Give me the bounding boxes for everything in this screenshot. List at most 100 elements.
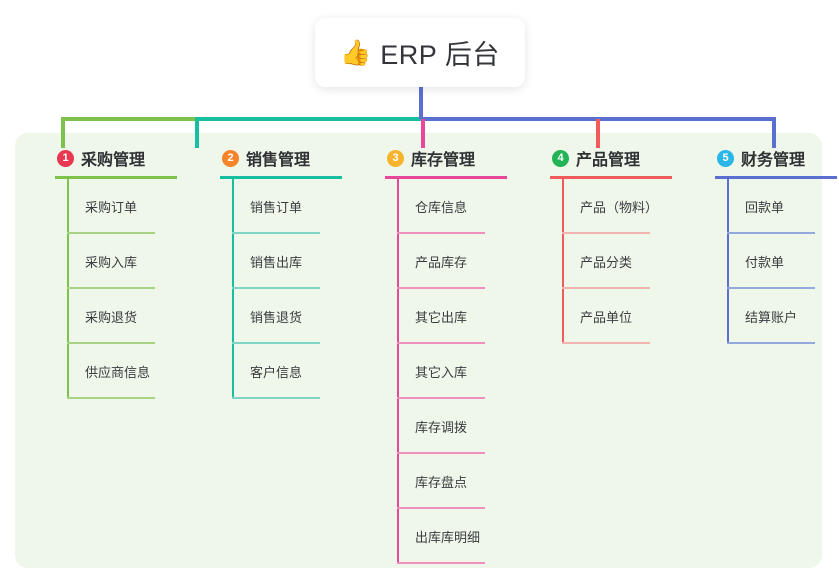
branch-item-rule [232,287,320,289]
branch-item[interactable]: 采购订单 [67,179,187,234]
branch-item-rule [232,397,320,399]
branch-item[interactable]: 采购退货 [67,289,187,344]
branch-item-label: 库存调拨 [415,420,468,435]
branch-items-3: 仓库信息产品库存其它出库其它入库库存调拨库存盘点出库库明细 [397,179,517,564]
branch-items-5: 回款单付款单结算账户 [727,179,839,344]
branch-item-label: 付款单 [745,255,785,270]
branch-header-rule [220,176,342,179]
root-node-title: ERP 后台 [380,40,500,70]
branch-item[interactable]: 仓库信息 [397,179,517,234]
branch-item-rule [67,287,155,289]
branch-item-label: 产品单位 [580,310,633,325]
branch-header-rule [385,176,507,179]
branch-header-1[interactable]: 1 采购管理 [35,146,187,170]
branch-item-rule [727,232,815,234]
branch-item-label: 其它入库 [415,365,468,380]
branch-header-2[interactable]: 2 销售管理 [200,146,352,170]
branch-item-rule [397,342,485,344]
branch-item-rule [562,232,650,234]
branch-item-rule [562,287,650,289]
branch-item[interactable]: 采购入库 [67,234,187,289]
bus-segment-2 [195,117,421,121]
branch-title: 销售管理 [246,152,311,169]
branch-item-rule [397,452,485,454]
branch-spine [397,179,399,564]
branch-item[interactable]: 其它出库 [397,289,517,344]
branch-item-rule [397,232,485,234]
branch-spine [67,179,69,399]
branch-spine [232,179,234,399]
branch-title: 产品管理 [576,152,641,169]
branch-item-label: 仓库信息 [415,200,468,215]
branch-item-label: 其它出库 [415,310,468,325]
branch-spine [727,179,729,344]
branch-column-1: 1 采购管理采购订单采购入库采购退货供应商信息 [35,146,187,399]
branch-item-rule [562,342,650,344]
branch-item-rule [397,507,485,509]
branch-item-rule [67,397,155,399]
branch-number-badge: 4 [552,149,569,167]
diagram-panel [15,133,822,568]
branch-item[interactable]: 供应商信息 [67,344,187,399]
branch-item-label: 产品分类 [580,255,633,270]
branch-item[interactable]: 出库库明细 [397,509,517,564]
branch-header-4[interactable]: 4 产品管理 [530,146,682,170]
branch-item-rule [397,287,485,289]
branch-item[interactable]: 销售退货 [232,289,352,344]
branch-item-label: 销售退货 [250,310,303,325]
branch-item[interactable]: 库存盘点 [397,454,517,509]
branch-item[interactable]: 销售出库 [232,234,352,289]
branch-title: 采购管理 [81,152,146,169]
branch-column-4: 4 产品管理产品（物料） 产品分类产品单位 [530,146,682,344]
branch-number-badge: 1 [57,149,74,167]
branch-number-badge: 2 [222,149,239,167]
branch-item[interactable]: 销售订单 [232,179,352,234]
trunk-connector [419,87,423,119]
branch-title: 库存管理 [411,152,476,169]
drop-connector-5 [772,119,776,148]
branch-item-rule [397,562,485,564]
branch-item[interactable]: 其它入库 [397,344,517,399]
branch-item-label: 采购入库 [85,255,138,270]
branch-item-rule [727,287,815,289]
branch-item[interactable]: 客户信息 [232,344,352,399]
branch-number-badge: 5 [717,149,734,167]
branch-item-label: 库存盘点 [415,475,468,490]
branch-item[interactable]: 产品单位 [562,289,682,344]
branch-header-5[interactable]: 5 财务管理 [695,146,839,170]
branch-column-2: 2 销售管理销售订单销售出库销售退货客户信息 [200,146,352,399]
branch-item-rule [67,342,155,344]
branch-item[interactable]: 产品分类 [562,234,682,289]
branch-item-label: 采购订单 [85,200,138,215]
branch-item[interactable]: 回款单 [727,179,839,234]
branch-item-label: 客户信息 [250,365,303,380]
branch-item-label: 产品（物料） [580,200,659,215]
branch-item[interactable]: 结算账户 [727,289,839,344]
branch-item[interactable]: 产品库存 [397,234,517,289]
root-node[interactable]: 👍 ERP 后台 [315,18,525,87]
branch-item-rule [232,342,320,344]
branch-item[interactable]: 付款单 [727,234,839,289]
drop-connector-3 [421,119,425,148]
branch-column-5: 5 财务管理回款单付款单结算账户 [695,146,839,344]
branch-item-label: 回款单 [745,200,785,215]
branch-item-rule [727,342,815,344]
thumbs-up-icon: 👍 [340,38,372,67]
branch-title: 财务管理 [741,152,806,169]
branch-item-label: 销售订单 [250,200,303,215]
drop-connector-1 [61,119,65,148]
branch-item-rule [397,397,485,399]
branch-item[interactable]: 库存调拨 [397,399,517,454]
drop-connector-2 [195,119,199,148]
branch-item[interactable]: 产品（物料） [562,179,682,234]
branch-item-rule [67,232,155,234]
branch-items-1: 采购订单采购入库采购退货供应商信息 [67,179,187,399]
branch-items-2: 销售订单销售出库销售退货客户信息 [232,179,352,399]
branch-item-label: 供应商信息 [85,365,151,380]
branch-item-rule [232,232,320,234]
branch-header-rule [55,176,177,179]
branch-items-4: 产品（物料） 产品分类产品单位 [562,179,682,344]
